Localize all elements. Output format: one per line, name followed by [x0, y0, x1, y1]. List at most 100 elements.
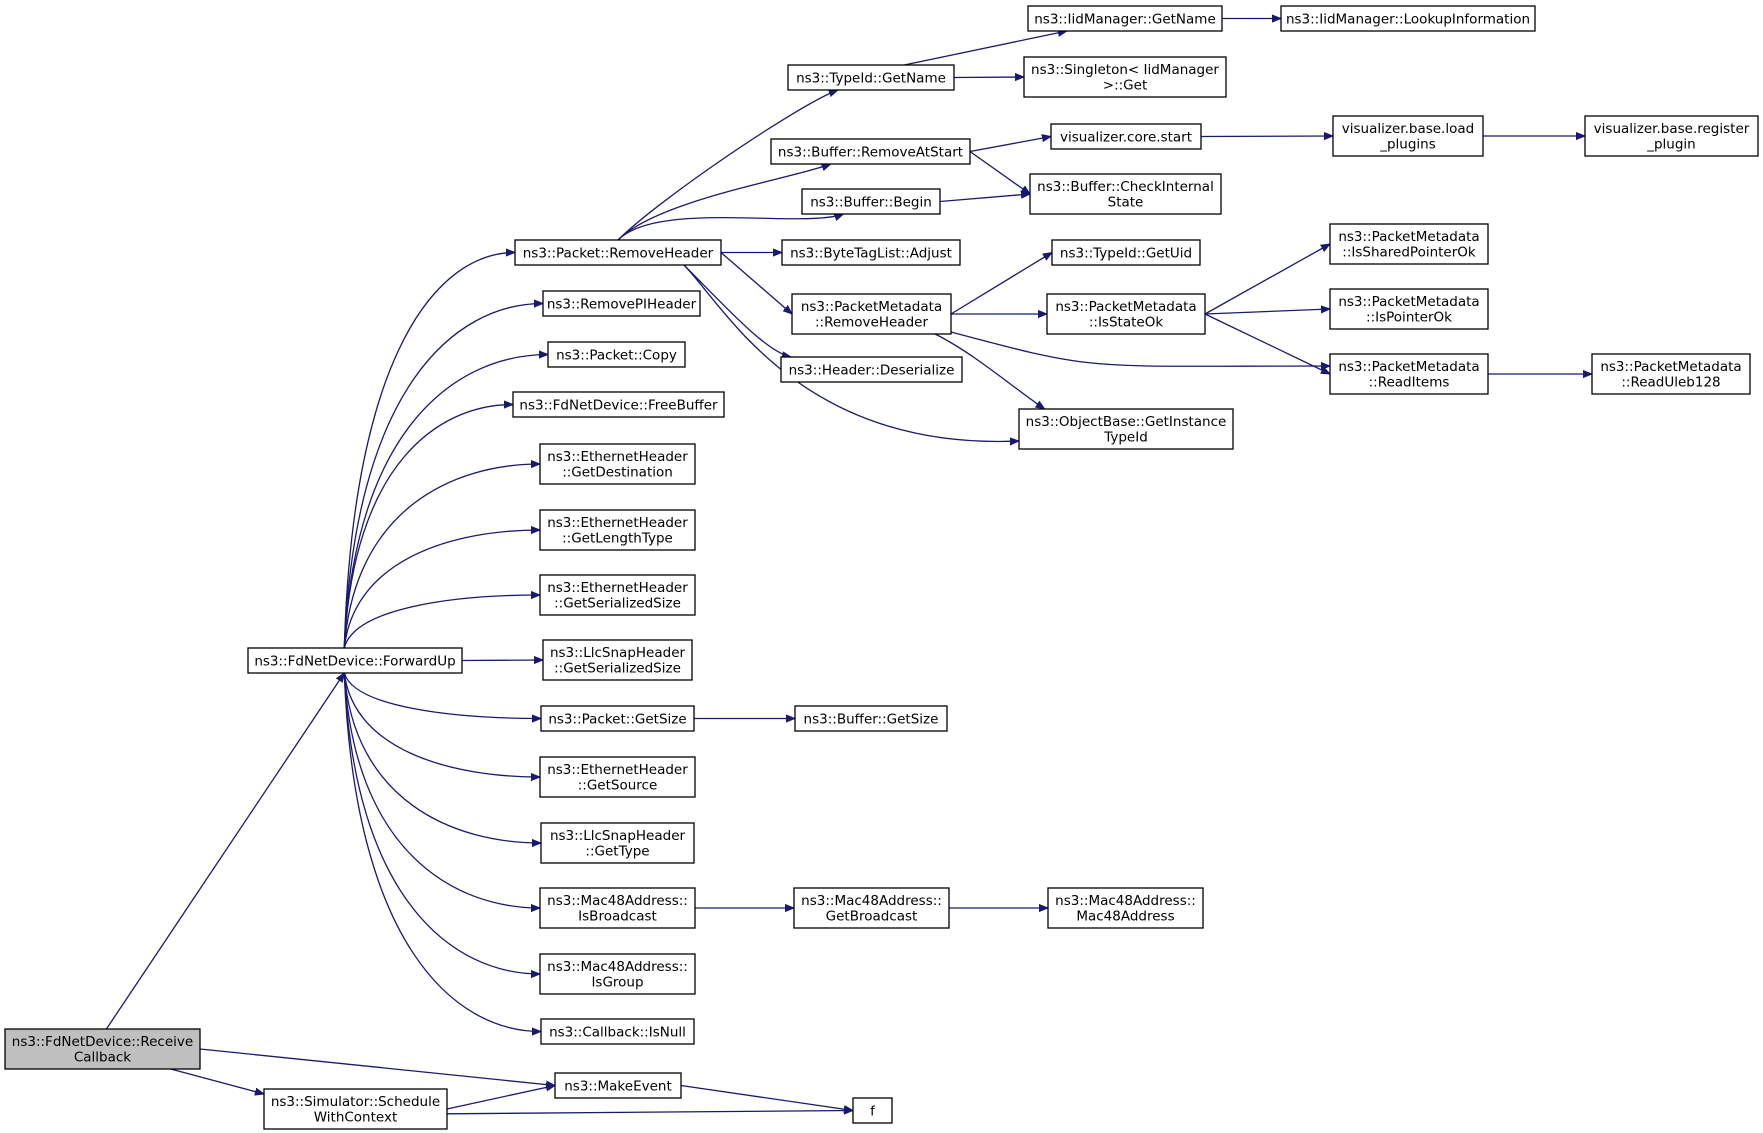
node-eth-get-source[interactable]: ns3::EthernetHeader::GetSource [539, 756, 696, 798]
node-label: ns3::ByteTagList::Adjust [790, 245, 952, 261]
node-label: TypeId [1103, 430, 1148, 446]
node-packet-remove-header[interactable]: ns3::Packet::RemoveHeader [514, 239, 722, 266]
node-label: ns3::Singleton< IidManager [1031, 62, 1219, 78]
node-box [801, 188, 941, 215]
node-iid-get-name[interactable]: ns3::IidManager::GetName [1027, 5, 1223, 32]
node-viz-core-start[interactable]: visualizer.core.start [1050, 123, 1202, 150]
node-label: ns3::TypeId::GetUid [1060, 245, 1192, 261]
node-label: ns3::FdNetDevice::ForwardUp [254, 653, 455, 669]
node-singleton-get[interactable]: ns3::Singleton< IidManager>::Get [1023, 56, 1227, 98]
edge-typeid_get_name-to-iid_get_name [904, 31, 1067, 66]
node-box [539, 756, 696, 798]
node-forward-up[interactable]: ns3::FdNetDevice::ForwardUp [247, 647, 463, 674]
node-eth-get-serialized-size[interactable]: ns3::EthernetHeader::GetSerializedSize [539, 574, 696, 616]
edge-schedule_with_context-to-f [446, 1111, 853, 1114]
node-pm-is-pointer-ok[interactable]: ns3::PacketMetadata::IsPointerOk [1329, 288, 1489, 330]
node-buffer-get-size[interactable]: ns3::Buffer::GetSize [794, 705, 948, 732]
node-remove-pi-header[interactable]: ns3::RemovePIHeader [542, 290, 701, 317]
node-label: ns3::Buffer::CheckInternal [1037, 179, 1214, 195]
edge-buffer_remove_at_start-to-buffer_check_internal_state [969, 150, 1030, 195]
node-label: ns3::Mac48Address:: [1055, 893, 1196, 909]
node-iid-lookup-information[interactable]: ns3::IidManager::LookupInformation [1280, 5, 1536, 32]
node-box [1332, 115, 1484, 157]
edge-schedule_with_context-to-make_event [446, 1086, 555, 1110]
edge-forward_up-to-mac_is_group [343, 672, 540, 974]
node-box [554, 1072, 682, 1099]
node-pm-is-shared-pointer-ok[interactable]: ns3::PacketMetadata::IsSharedPointerOk [1329, 223, 1489, 265]
node-make-event[interactable]: ns3::MakeEvent [554, 1072, 682, 1099]
edges-layer [105, 19, 1592, 1114]
node-label: ns3::IidManager::LookupInformation [1286, 11, 1530, 27]
node-label: ns3::FdNetDevice::Receive [12, 1034, 193, 1050]
node-label: ns3::IidManager::GetName [1034, 11, 1216, 27]
node-label: ns3::Mac48Address:: [547, 893, 688, 909]
node-label: ns3::PacketMetadata [1055, 299, 1196, 315]
node-label: visualizer.core.start [1060, 129, 1192, 145]
node-box [547, 341, 686, 368]
node-box [781, 239, 961, 266]
node-box [852, 1097, 893, 1124]
node-label: Callback [74, 1050, 131, 1066]
node-label: ::GetSource [578, 778, 658, 794]
edge-pm_remove_header-to-typeid_get_uid [950, 253, 1052, 315]
edge-forward_up-to-llc_get_serialized_size [461, 660, 543, 661]
node-box [539, 443, 696, 485]
node-box [1584, 115, 1759, 157]
node-label: ns3::Packet::RemoveHeader [523, 245, 714, 261]
node-free-buffer[interactable]: ns3::FdNetDevice::FreeBuffer [512, 391, 725, 418]
node-box [539, 953, 696, 995]
node-label: WithContext [314, 1110, 398, 1126]
node-packet-get-size[interactable]: ns3::Packet::GetSize [540, 705, 695, 732]
node-label: ns3::EthernetHeader [547, 515, 688, 531]
node-mac-is-broadcast[interactable]: ns3::Mac48Address::IsBroadcast [539, 887, 696, 929]
node-typeid-get-name[interactable]: ns3::TypeId::GetName [787, 64, 955, 91]
node-typeid-get-uid[interactable]: ns3::TypeId::GetUid [1051, 239, 1201, 266]
node-box [539, 887, 696, 929]
node-label: ::IsPointerOk [1366, 310, 1452, 326]
node-viz-base-register-plugin[interactable]: visualizer.base.register_plugin [1584, 115, 1759, 157]
node-label: ::GetDestination [562, 465, 673, 481]
node-box [1029, 173, 1222, 215]
edge-forward_up-to-llc_get_type [343, 672, 541, 843]
node-box [539, 509, 696, 551]
edge-receive_callback-to-forward_up [105, 673, 344, 1030]
node-header-deserialize[interactable]: ns3::Header::Deserialize [780, 356, 963, 383]
node-llc-get-type[interactable]: ns3::LlcSnapHeader::GetType [540, 822, 695, 864]
node-viz-base-load-plugins[interactable]: visualizer.base.load_plugins [1332, 115, 1484, 157]
node-box [263, 1088, 448, 1130]
node-mac-is-group[interactable]: ns3::Mac48Address::IsGroup [539, 953, 696, 995]
node-box [542, 639, 693, 681]
node-llc-get-serialized-size[interactable]: ns3::LlcSnapHeader::GetSerializedSize [542, 639, 693, 681]
node-box [1023, 56, 1227, 98]
node-label: ::ReadUleb128 [1621, 375, 1720, 391]
node-label: f [870, 1103, 876, 1119]
node-pm-read-uleb128[interactable]: ns3::PacketMetadata::ReadUleb128 [1591, 353, 1751, 395]
edge-pm_remove_header-to-pm_read_items [950, 331, 1330, 366]
node-label: ns3::LlcSnapHeader [550, 828, 686, 844]
node-pm-is-state-ok[interactable]: ns3::PacketMetadata::IsStateOk [1046, 293, 1206, 335]
node-f[interactable]: f [852, 1097, 893, 1124]
node-label: ns3::RemovePIHeader [547, 296, 697, 312]
node-label: _plugins [1379, 137, 1436, 153]
node-box [1280, 5, 1536, 32]
node-packet-copy[interactable]: ns3::Packet::Copy [547, 341, 686, 368]
node-box [1046, 293, 1206, 335]
edge-pm_is_state_ok-to-pm_is_pointer_ok [1204, 309, 1330, 315]
node-eth-get-destination[interactable]: ns3::EthernetHeader::GetDestination [539, 443, 696, 485]
node-buffer-begin[interactable]: ns3::Buffer::Begin [801, 188, 941, 215]
node-label: ns3::Header::Deserialize [789, 362, 955, 378]
node-pm-remove-header[interactable]: ns3::PacketMetadata::RemoveHeader [791, 293, 952, 335]
node-callback-is-null[interactable]: ns3::Callback::IsNull [540, 1018, 695, 1045]
node-mac-get-broadcast[interactable]: ns3::Mac48Address::GetBroadcast [793, 887, 950, 929]
node-eth-get-length-type[interactable]: ns3::EthernetHeader::GetLengthType [539, 509, 696, 551]
node-pm-read-items[interactable]: ns3::PacketMetadata::ReadItems [1329, 353, 1489, 395]
node-bytetaglist-adjust[interactable]: ns3::ByteTagList::Adjust [781, 239, 961, 266]
node-box [540, 822, 695, 864]
node-mac-constructor[interactable]: ns3::Mac48Address::Mac48Address [1047, 887, 1204, 929]
node-label: ns3::PacketMetadata [1338, 359, 1479, 375]
node-buffer-remove-at-start[interactable]: ns3::Buffer::RemoveAtStart [770, 138, 971, 165]
